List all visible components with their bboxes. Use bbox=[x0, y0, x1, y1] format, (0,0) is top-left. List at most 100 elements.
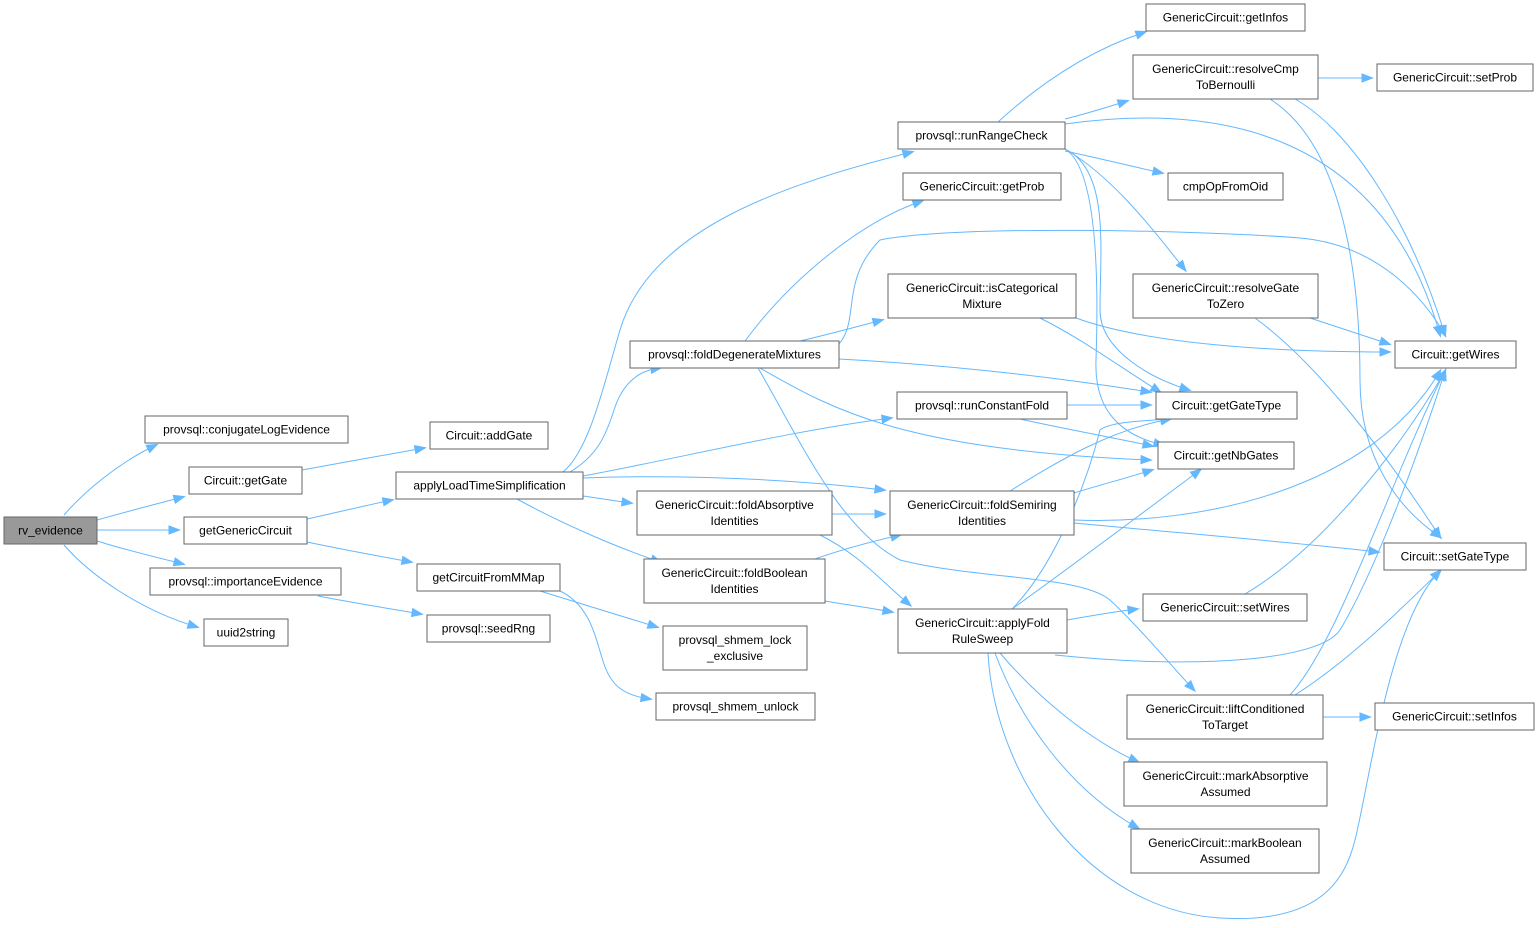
edge-arrowhead bbox=[168, 525, 181, 535]
node-setWires[interactable]: GenericCircuit::setWires bbox=[1142, 593, 1308, 622]
edge-line bbox=[759, 367, 1151, 461]
edge-arrowhead bbox=[1378, 336, 1392, 346]
node-importanceEvidence[interactable]: provsql::importanceEvidence bbox=[149, 567, 342, 596]
edge-resolveGate-to-setGateType bbox=[1254, 317, 1442, 540]
edge-arrowhead bbox=[381, 497, 395, 507]
node-GC_getProb[interactable]: GenericCircuit::getProb bbox=[902, 172, 1062, 201]
node-unlock[interactable]: provsql_shmem_unlock bbox=[655, 692, 816, 721]
node-box bbox=[203, 618, 289, 647]
edge-foldBoolean-to-applyFold bbox=[824, 600, 895, 615]
node-uuid2string[interactable]: uuid2string bbox=[203, 618, 289, 647]
node-runConstantFold[interactable]: provsql::runConstantFold bbox=[896, 391, 1068, 420]
node-getInfos[interactable]: GenericCircuit::getInfos bbox=[1145, 3, 1306, 32]
node-getNbGates[interactable]: Circuit::getNbGates bbox=[1157, 441, 1295, 470]
node-label: ToTarget bbox=[1202, 718, 1249, 732]
edge-applyFold-to-markBoolean bbox=[994, 652, 1141, 830]
node-lock_exclusive[interactable]: provsql_shmem_lock_exclusive bbox=[662, 625, 808, 671]
edge-foldDegenerateMixtures-to-liftConditioned bbox=[757, 367, 1196, 693]
node-Circuit_addGate[interactable]: Circuit::addGate bbox=[429, 421, 549, 450]
node-label: GenericCircuit::setProb bbox=[1393, 71, 1517, 85]
edge-isCategorical-to-getGateType bbox=[1039, 317, 1163, 394]
edge-line bbox=[1289, 370, 1446, 696]
edge-runRangeCheck-to-resolveGate bbox=[1064, 148, 1187, 273]
edge-line bbox=[317, 595, 422, 615]
node-seedRng[interactable]: provsql::seedRng bbox=[426, 614, 551, 643]
edge-arrowhead bbox=[1139, 385, 1153, 396]
node-box bbox=[1142, 593, 1308, 622]
edge-arrowhead bbox=[899, 595, 913, 607]
edge-line bbox=[1269, 98, 1441, 538]
edge-arrowhead bbox=[874, 484, 887, 494]
edge-applyLoadTimeSimplification-to-foldDegenerateMixtures bbox=[569, 364, 663, 473]
node-label: RuleSweep bbox=[952, 632, 1014, 646]
node-foldDegenerateMixtures[interactable]: provsql::foldDegenerateMixtures bbox=[629, 340, 840, 369]
node-label: GenericCircuit::foldAbsorptive bbox=[655, 498, 814, 512]
node-label: GenericCircuit::getProb bbox=[920, 180, 1045, 194]
node-cmpOpFromOid[interactable]: cmpOpFromOid bbox=[1167, 172, 1284, 201]
node-getGenericCircuit[interactable]: getGenericCircuit bbox=[183, 516, 308, 545]
node-runRangeCheck[interactable]: provsql::runRangeCheck bbox=[897, 121, 1066, 150]
edge-arrowhead bbox=[1368, 546, 1381, 556]
edge-arrowhead bbox=[1175, 259, 1187, 273]
edge-line bbox=[582, 417, 892, 477]
edge-foldDegenerateMixtures-to-GC_getProb bbox=[744, 199, 925, 342]
node-label: Circuit::setGateType bbox=[1401, 550, 1510, 564]
node-label: cmpOpFromOid bbox=[1183, 180, 1268, 194]
node-setInfos[interactable]: GenericCircuit::setInfos bbox=[1374, 702, 1535, 731]
edge-runConstantFold-to-getNbGates bbox=[1019, 418, 1155, 449]
node-label: GenericCircuit::markBoolean bbox=[1148, 836, 1301, 850]
node-getWires[interactable]: Circuit::getWires bbox=[1394, 340, 1517, 369]
node-setProb[interactable]: GenericCircuit::setProb bbox=[1376, 63, 1534, 92]
edge-runRangeCheck-to-getGateType bbox=[1064, 148, 1192, 392]
edge-line bbox=[1309, 317, 1390, 345]
node-label: GenericCircuit::setWires bbox=[1160, 601, 1289, 615]
node-label: applyLoadTimeSimplification bbox=[413, 479, 565, 493]
node-box bbox=[1383, 542, 1527, 571]
node-setGateType[interactable]: Circuit::setGateType bbox=[1383, 542, 1527, 571]
edge-line bbox=[1064, 150, 1163, 174]
node-getGateType[interactable]: Circuit::getGateType bbox=[1155, 391, 1298, 420]
node-box bbox=[643, 558, 826, 604]
node-box bbox=[1132, 273, 1319, 319]
edge-arrowhead bbox=[145, 443, 159, 454]
node-box bbox=[887, 273, 1077, 319]
edge-arrowhead bbox=[1127, 819, 1141, 830]
edge-arrowhead bbox=[1140, 400, 1153, 410]
node-box bbox=[1155, 391, 1298, 420]
node-Circuit_getGate[interactable]: Circuit::getGate bbox=[188, 466, 303, 495]
node-label: provsql_shmem_unlock bbox=[672, 700, 799, 714]
node-label: ToBernoulli bbox=[1196, 78, 1255, 92]
node-label: GenericCircuit::foldBoolean bbox=[661, 566, 807, 580]
edge-arrowhead bbox=[1379, 347, 1392, 357]
edge-arrowhead bbox=[646, 619, 660, 629]
node-label: Circuit::getGateType bbox=[1172, 399, 1282, 413]
node-label: GenericCircuit::foldSemiring bbox=[907, 498, 1056, 512]
edge-line bbox=[1294, 570, 1441, 696]
node-rv_evidence[interactable]: rv_evidence bbox=[3, 516, 98, 545]
edge-applyLoadTimeSimplification-to-runConstantFold bbox=[582, 414, 894, 477]
edge-line bbox=[516, 498, 661, 563]
edge-line bbox=[994, 652, 1139, 829]
node-box bbox=[896, 391, 1068, 420]
edge-line bbox=[1073, 522, 1379, 553]
node-getCircuitFromMMap[interactable]: getCircuitFromMMap bbox=[416, 563, 561, 592]
edge-arrowhead bbox=[1184, 679, 1196, 693]
node-label: GenericCircuit::resolveCmp bbox=[1152, 62, 1299, 76]
edge-arrowhead bbox=[1189, 468, 1203, 480]
node-applyLoadTimeSimplification[interactable]: applyLoadTimeSimplification bbox=[395, 471, 584, 500]
node-conjugateLogEvidence[interactable]: provsql::conjugateLogEvidence bbox=[144, 415, 349, 444]
edge-line bbox=[824, 600, 893, 613]
node-box bbox=[395, 471, 584, 500]
node-label: Circuit::getNbGates bbox=[1174, 449, 1279, 463]
